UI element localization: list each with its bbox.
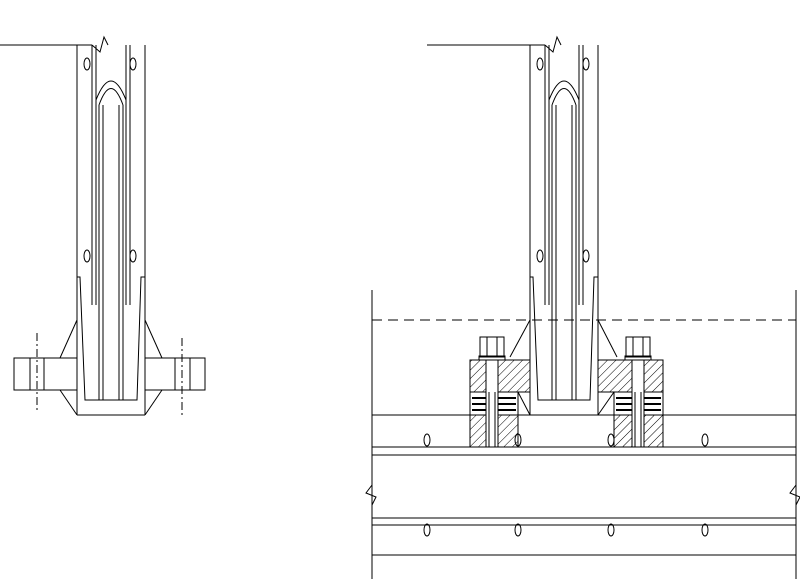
right-view bbox=[365, 36, 800, 579]
anchor-holes bbox=[423, 433, 709, 537]
right-bolt-assembly bbox=[597, 336, 664, 448]
left-bolt-assembly bbox=[469, 336, 531, 448]
left-flange-plate bbox=[13, 357, 78, 391]
left-view bbox=[0, 36, 206, 416]
